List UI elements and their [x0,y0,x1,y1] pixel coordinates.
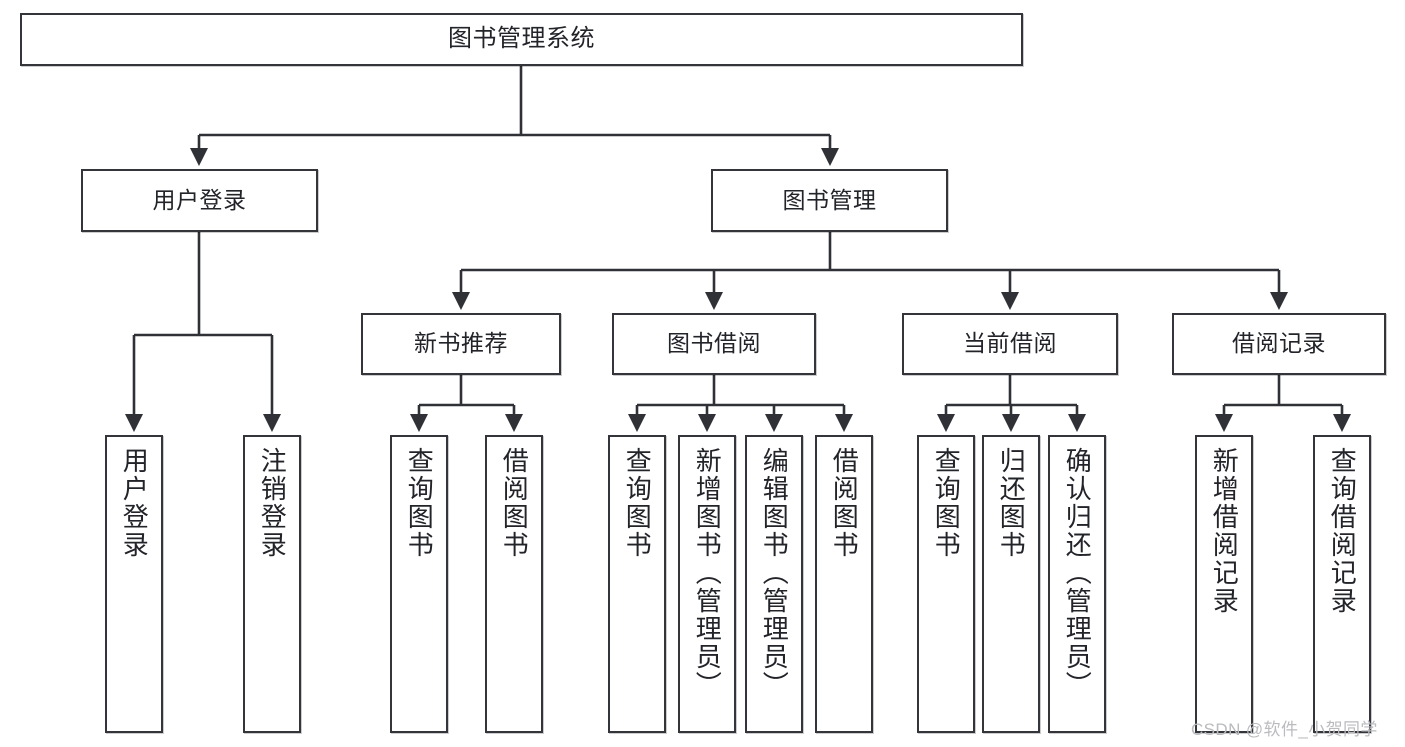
node-root[interactable]: 图书管理系统 [20,13,1023,66]
node-leaf-user-logout[interactable]: 注销登录 [243,435,301,733]
node-book-borrow[interactable]: 图书借阅 [612,313,816,375]
node-leaf-add-borrow-record[interactable]: 新增借阅记录 [1195,435,1253,733]
node-leaf-borrow-book-1[interactable]: 借阅图书 [485,435,543,733]
node-user-login[interactable]: 用户登录 [81,169,318,232]
node-leaf-query-borrow-record-label: 查询借阅记录 [1327,447,1358,615]
node-leaf-user-login-label: 用户登录 [119,447,150,559]
node-leaf-add-book[interactable]: 新增图书（管理员） [678,435,736,733]
node-leaf-confirm-return-label: 确认归还（管理员） [1062,447,1093,699]
node-leaf-query-book-2-label: 查询图书 [622,447,653,559]
node-borrow-record-label: 借阅记录 [1232,330,1326,357]
node-leaf-borrow-book-2-label: 借阅图书 [829,447,860,559]
node-leaf-query-book-1[interactable]: 查询图书 [390,435,448,733]
node-leaf-add-book-label: 新增图书（管理员） [692,447,723,699]
node-user-login-label: 用户登录 [152,186,247,213]
node-leaf-add-borrow-record-label: 新增借阅记录 [1209,447,1240,615]
node-leaf-edit-book[interactable]: 编辑图书（管理员） [745,435,803,733]
node-book-manage-label: 图书管理 [782,186,877,213]
node-new-book-recommend[interactable]: 新书推荐 [361,313,561,375]
node-leaf-confirm-return[interactable]: 确认归还（管理员） [1048,435,1106,733]
node-book-borrow-label: 图书借阅 [667,330,761,357]
node-leaf-query-book-2[interactable]: 查询图书 [608,435,666,733]
node-new-book-recommend-label: 新书推荐 [414,330,508,357]
node-leaf-return-book[interactable]: 归还图书 [982,435,1040,733]
node-leaf-return-book-label: 归还图书 [996,447,1027,559]
node-current-borrow[interactable]: 当前借阅 [902,313,1118,375]
node-leaf-borrow-book-2[interactable]: 借阅图书 [815,435,873,733]
node-leaf-query-borrow-record[interactable]: 查询借阅记录 [1313,435,1371,733]
node-leaf-query-book-1-label: 查询图书 [404,447,435,559]
node-leaf-edit-book-label: 编辑图书（管理员） [759,447,790,699]
node-leaf-user-logout-label: 注销登录 [257,447,288,559]
node-leaf-borrow-book-1-label: 借阅图书 [499,447,530,559]
node-leaf-query-book-3-label: 查询图书 [931,447,962,559]
csdn-watermark: CSDN @软件_小贺同学 [1191,720,1378,739]
node-leaf-user-login[interactable]: 用户登录 [105,435,163,733]
node-borrow-record[interactable]: 借阅记录 [1172,313,1386,375]
node-book-manage[interactable]: 图书管理 [711,169,948,232]
node-root-label: 图书管理系统 [448,25,595,53]
node-current-borrow-label: 当前借阅 [963,330,1057,357]
node-leaf-query-book-3[interactable]: 查询图书 [917,435,975,733]
